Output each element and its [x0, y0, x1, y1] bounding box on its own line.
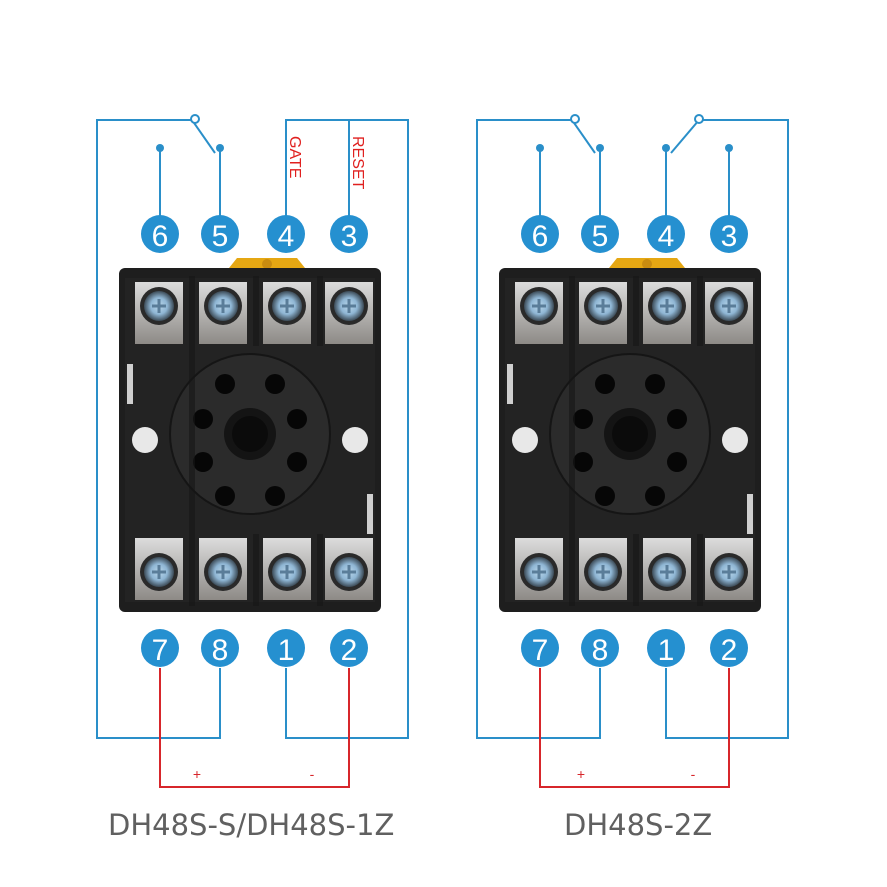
contact-dot-6	[536, 144, 544, 152]
terminal-badge-3	[710, 215, 748, 253]
terminal-badge-7	[141, 629, 179, 667]
caption-right: DH48S-2Z	[564, 808, 713, 842]
diagram-left: GATE RESET + - 6 5 4 3 7 8 1	[96, 114, 409, 788]
terminal-number: 2	[341, 634, 358, 667]
terminal-badge-8	[581, 629, 619, 667]
terminal-badge-7	[521, 629, 559, 667]
terminal-badge-5	[581, 215, 619, 253]
contact-dot-4	[662, 144, 670, 152]
right-bottom-badges: 7 8 1 2	[521, 629, 748, 667]
wire-8-to-common-1	[476, 119, 601, 739]
wire-1-to-gate	[285, 119, 409, 739]
terminal-number: 7	[152, 634, 169, 667]
terminal-number: 3	[721, 220, 738, 253]
terminal-number: 8	[212, 634, 229, 667]
terminal-badge-5	[201, 215, 239, 253]
terminal-number: 6	[532, 220, 549, 253]
minus-label: -	[310, 766, 315, 782]
terminal-badge-3	[330, 215, 368, 253]
terminal-number: 1	[278, 634, 295, 667]
switch-pivot-icon	[190, 114, 200, 124]
contact-dot-6	[156, 144, 164, 152]
terminal-badge-6	[141, 215, 179, 253]
terminal-badge-4	[267, 215, 305, 253]
relay-socket-left	[117, 256, 383, 614]
terminal-badge-1	[647, 629, 685, 667]
contact-dot-5	[216, 144, 224, 152]
minus-label: -	[691, 766, 696, 782]
right-blue-wires	[476, 119, 789, 739]
left-top-badges: 6 5 4 3	[141, 215, 368, 253]
reset-label: RESET	[349, 136, 366, 190]
gate-label: GATE	[286, 136, 303, 178]
plus-label: +	[577, 766, 585, 782]
terminal-number: 8	[592, 634, 609, 667]
terminal-badge-2	[330, 629, 368, 667]
left-blue-wires	[96, 119, 409, 739]
right-top-badges: 6 5 4 3	[521, 215, 748, 253]
terminal-number: 4	[658, 220, 675, 253]
switch-blade-2	[670, 119, 700, 154]
left-bottom-badges: 7 8 1 2	[141, 629, 368, 667]
caption-left: DH48S-S/DH48S-1Z	[108, 808, 395, 842]
terminal-number: 2	[721, 634, 738, 667]
terminal-badge-1	[267, 629, 305, 667]
terminal-badge-8	[201, 629, 239, 667]
switch-pivot-icon	[570, 114, 580, 124]
switch-blade-1	[571, 119, 596, 154]
wire-8-to-common	[96, 119, 221, 739]
contact-dot-3	[725, 144, 733, 152]
terminal-badge-2	[710, 629, 748, 667]
right-power-wires	[539, 668, 730, 788]
terminal-number: 1	[658, 634, 675, 667]
terminal-number: 3	[341, 220, 358, 253]
diagram-right: + - 6 5 4 3 7 8 1 2	[476, 114, 789, 788]
terminal-number: 5	[212, 220, 229, 253]
relay-socket-right	[497, 256, 763, 614]
terminal-number: 6	[152, 220, 169, 253]
switch-blade	[191, 119, 216, 154]
contact-dot-5	[596, 144, 604, 152]
wire-1-to-common-2	[665, 119, 789, 739]
terminal-number: 4	[278, 220, 295, 253]
terminal-badge-4	[647, 215, 685, 253]
terminal-badge-6	[521, 215, 559, 253]
terminal-number: 5	[592, 220, 609, 253]
terminal-number: 7	[532, 634, 549, 667]
switch-pivot-icon	[694, 114, 704, 124]
left-power-wires	[159, 668, 350, 788]
plus-label: +	[193, 766, 201, 782]
